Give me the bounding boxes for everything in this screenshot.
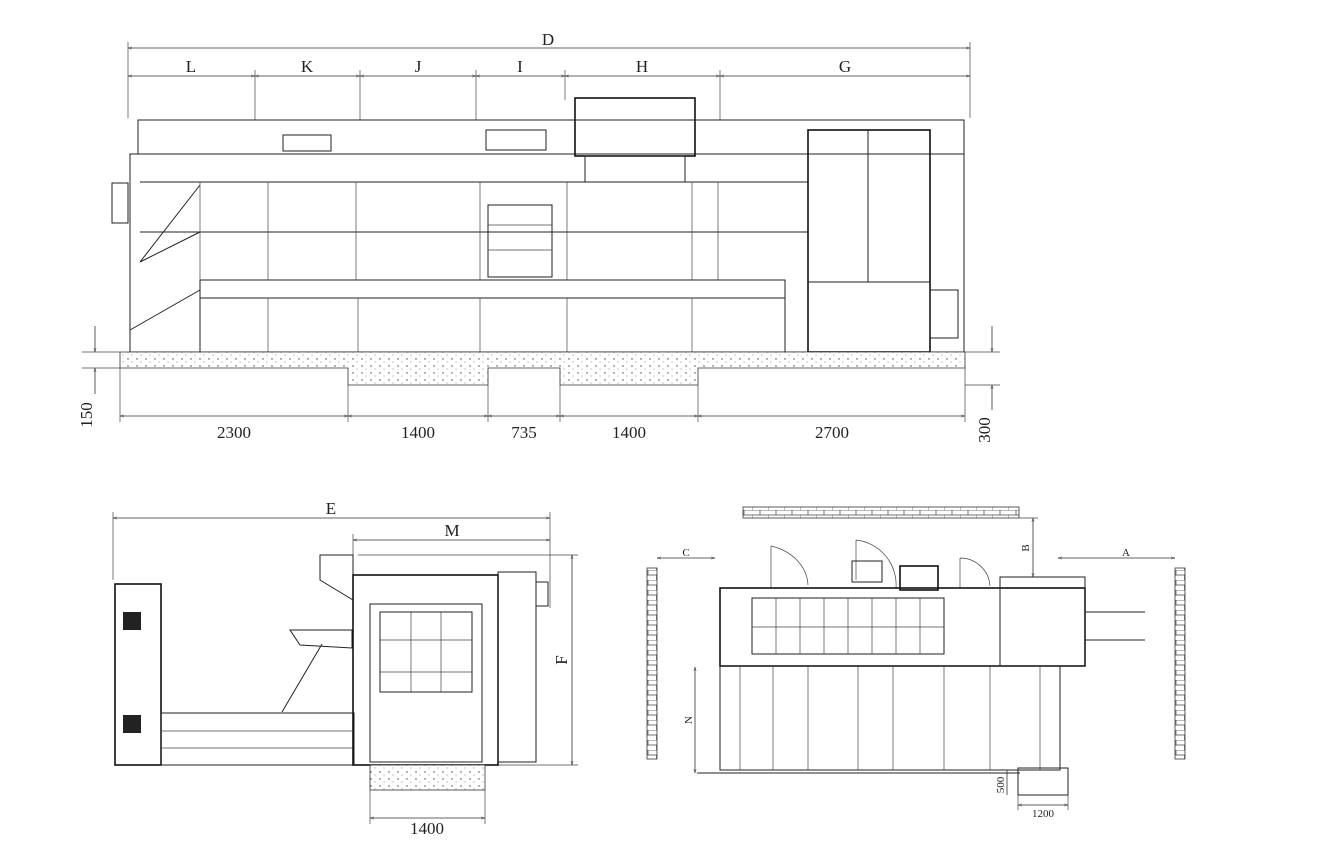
dimension-150: 150 [77,402,96,428]
dimension-2700: 2700 [815,423,849,442]
side-cabinet [114,583,162,766]
control-panel [111,182,129,224]
dimension-1200: 1200 [1032,808,1055,820]
section-label-g: G [839,57,851,76]
dimension-label-n: N [683,716,695,724]
foundation-dimension-row: 2300 1400 735 1400 2700 [119,368,966,442]
dimension-1400-a: 1400 [401,423,435,442]
button-panel-right [485,129,547,151]
feed-conveyor [160,712,355,766]
dimension-1400-side: 1400 [410,819,444,838]
dimension-500: 500 [995,776,1007,793]
section-label-l: L [186,57,196,76]
section-label-j: J [415,57,422,76]
dimension-label-b: B [1020,544,1032,551]
dimension-label-a: A [1122,547,1130,559]
vacuum-pump [1017,767,1069,796]
wall-left [646,567,658,760]
wall-top [742,506,1020,519]
dimension-label-d: D [542,30,554,49]
electrical-cabinet [807,129,931,353]
section-label-h: H [636,57,648,76]
section-label-i: I [517,57,523,76]
dimension-label-e: E [326,499,336,518]
dimension-735: 735 [511,423,537,442]
section-label-k: K [301,57,314,76]
dimension-label-m: M [444,521,459,540]
ladder [487,204,553,278]
plan-view: C A B N [646,506,1186,820]
dimension-label-c: C [682,547,689,559]
button-panel-left [282,134,332,152]
foundation-concrete [119,351,966,386]
side-elevation-view: E M F 1400 [112,499,578,838]
dimension-300: 300 [975,417,994,443]
front-elevation-view: D L K J I H G [77,30,1000,443]
section-dimension-row: L K J I H G [127,57,971,120]
dimension-label-f: F [552,655,571,664]
side-foundation [369,764,486,791]
machine-body [111,97,965,353]
die-cutting-head [574,97,696,157]
dimension-1400-b: 1400 [612,423,646,442]
wall-right [1174,567,1186,760]
dimension-2300: 2300 [217,423,251,442]
